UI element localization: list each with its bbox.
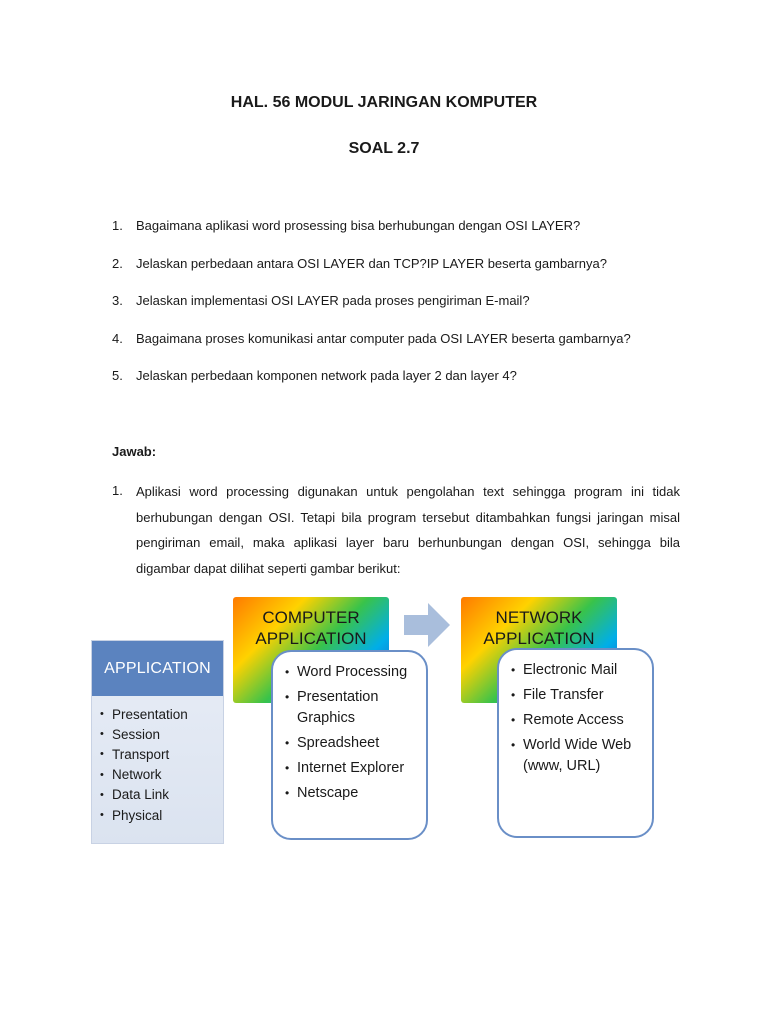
question-item: 2. Jelaskan perbedaan antara OSI LAYER da…	[112, 256, 712, 294]
list-item-label: Internet Explorer	[297, 760, 405, 776]
bullet-icon: •	[511, 738, 516, 752]
question-number: 2.	[112, 255, 123, 271]
list-item: • Remote Access	[511, 710, 652, 731]
question-text: Jelaskan perbedaan antara OSI LAYER dan …	[136, 255, 607, 271]
computer-title-line: APPLICATION	[255, 629, 367, 648]
application-layer-box: APPLICATION • Presentation • Session • Tran…	[91, 640, 224, 844]
computer-title-line: COMPUTER	[262, 608, 360, 627]
question-item: 5. Jelaskan perbedaan komponen network pa…	[112, 368, 712, 406]
list-item: • File Transfer	[511, 685, 652, 706]
layer-label: Network	[112, 767, 162, 783]
network-application-list: • Electronic Mail • File Transfer • Remote …	[499, 650, 652, 777]
answer-item: 1. Aplikasi word processing digunakan un…	[112, 479, 680, 581]
page-subtitle: SOAL 2.7	[348, 140, 420, 157]
layer-label: Physical	[112, 807, 163, 823]
question-item: 4. Bagaimana proses komunikasi antar comp…	[112, 331, 712, 369]
layer-label: Presentation	[112, 706, 188, 722]
question-list: 1. Bagaimana aplikasi word prosessing bis…	[112, 218, 712, 406]
layer-item: • Session	[100, 724, 223, 744]
list-item-label: Electronic Mail	[523, 662, 618, 678]
question-number: 3.	[112, 293, 123, 308]
list-item-label: Netscape	[297, 785, 359, 801]
page-title: HAL. 56 MODUL JARINGAN KOMPUTER	[230, 94, 538, 111]
network-title-line: APPLICATION	[483, 629, 595, 648]
arrow-right-icon	[404, 603, 450, 647]
list-item-label: File Transfer	[523, 687, 604, 703]
network-title-line: NETWORK	[495, 608, 583, 627]
list-item: • Electronic Mail	[511, 660, 652, 681]
bullet-icon: •	[100, 728, 104, 741]
layer-item: • Transport	[100, 744, 223, 764]
bullet-icon: •	[100, 809, 104, 822]
application-layer-title: APPLICATION	[92, 641, 223, 696]
bullet-icon: •	[100, 768, 104, 781]
question-number: 4.	[112, 330, 123, 346]
list-item: • Netscape	[285, 783, 426, 804]
question-item: 3. Jelaskan implementasi OSI LAYER pada p…	[112, 293, 712, 331]
computer-application-list-box: •Word Processing •Presentation Graphics …	[271, 650, 428, 840]
bullet-icon: •	[285, 761, 290, 775]
layer-label: Session	[112, 726, 161, 742]
bullet-icon: •	[100, 708, 104, 721]
bullet-icon: •	[511, 663, 516, 677]
bullet-icon: •	[100, 788, 104, 801]
bullet-icon: •	[285, 786, 290, 800]
computer-application-title: COMPUTER APPLICATION	[233, 607, 389, 649]
list-item: • Presentation Graphics	[285, 687, 426, 729]
computer-application-list: •Word Processing •Presentation Graphics …	[273, 652, 426, 804]
question-item: 1. Bagaimana aplikasi word prosessing bis…	[112, 218, 712, 256]
bullet-icon: •	[511, 713, 516, 727]
question-text: Jelaskan perbedaan komponen network pada…	[136, 368, 517, 383]
application-layer-list: • Presentation • Session • Transport • Netwo…	[92, 696, 223, 825]
layer-label: Data Link	[112, 787, 170, 803]
layer-item: • Presentation	[100, 704, 223, 724]
arrow-shape	[404, 603, 450, 647]
list-item-label: World Wide Web (www, URL)	[523, 737, 632, 774]
layer-item: • Network	[100, 765, 223, 785]
list-item: • Internet Explorer	[285, 758, 426, 779]
answer-text: Aplikasi word processing digunakan untuk…	[136, 484, 680, 576]
layer-label: Transport	[112, 746, 170, 762]
list-item-label: Spreadsheet	[297, 735, 380, 751]
answer-number: 1.	[112, 483, 123, 498]
question-number: 5.	[112, 368, 123, 383]
answer-heading: Jawab:	[112, 444, 157, 459]
bullet-icon: •	[100, 748, 104, 761]
network-application-list-box: • Electronic Mail • File Transfer • Remote …	[497, 648, 654, 838]
list-item: • Spreadsheet	[285, 733, 426, 754]
bullet-icon: •	[285, 690, 290, 704]
bullet-icon: •	[285, 736, 290, 750]
question-text: Bagaimana aplikasi word prosessing bisa …	[136, 218, 581, 233]
list-item: • World Wide Web (www, URL)	[511, 735, 652, 777]
bullet-icon: •	[285, 665, 290, 679]
bullet-icon: •	[511, 688, 516, 702]
list-item-label: Remote Access	[523, 712, 624, 728]
layer-item: • Physical	[100, 805, 223, 825]
question-text: Bagaimana proses komunikasi antar comput…	[136, 330, 631, 346]
list-item-label: Presentation Graphics	[297, 689, 379, 726]
list-item-label: Word Processing	[297, 664, 408, 680]
question-text: Jelaskan implementasi OSI LAYER pada pro…	[136, 293, 530, 308]
list-item: • Word Processing	[285, 662, 426, 683]
network-application-title: NETWORK APPLICATION	[461, 607, 617, 649]
layer-item: • Data Link	[100, 785, 223, 805]
question-number: 1.	[112, 218, 123, 233]
